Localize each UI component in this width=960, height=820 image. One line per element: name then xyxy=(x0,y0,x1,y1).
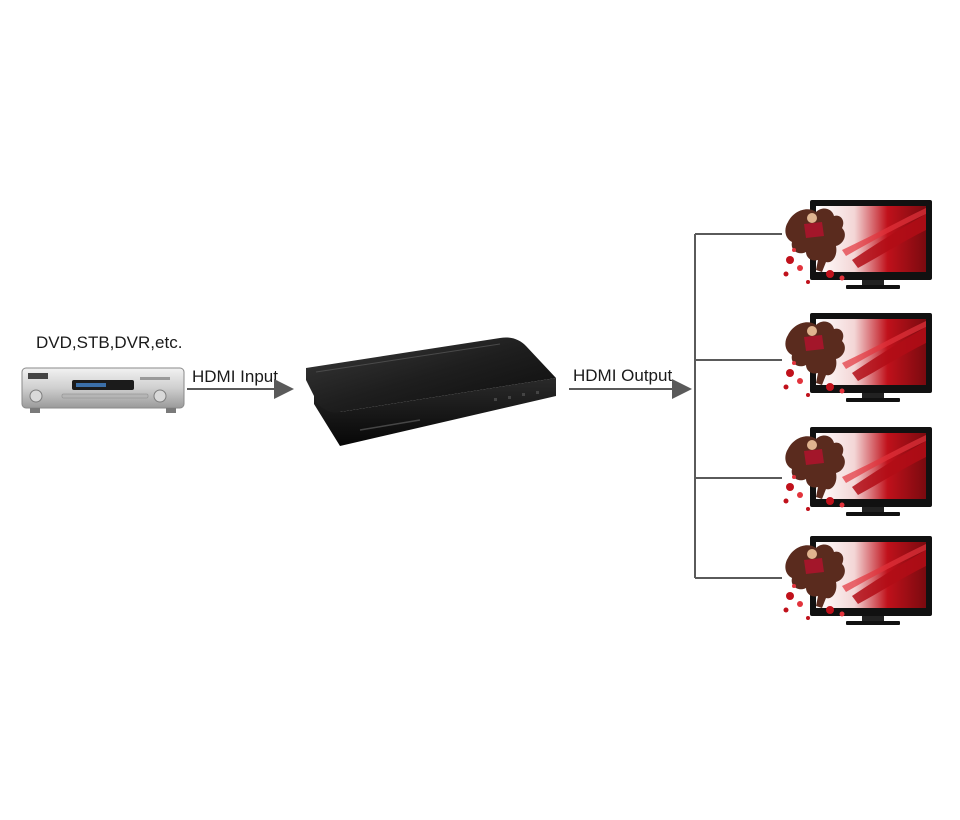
source-devices-label: DVD,STB,DVR,etc. xyxy=(36,333,183,352)
tv-icon xyxy=(783,200,932,289)
hdmi-input-label: HDMI Input xyxy=(192,367,278,386)
hdmi-output-label: HDMI Output xyxy=(573,366,673,385)
distribution-lines xyxy=(694,233,782,579)
tv-icon xyxy=(783,536,932,625)
tv-icon xyxy=(783,427,932,516)
tv-icon xyxy=(783,313,932,402)
hdmi-splitter-icon xyxy=(306,337,556,446)
dvd-player-icon xyxy=(21,367,185,413)
